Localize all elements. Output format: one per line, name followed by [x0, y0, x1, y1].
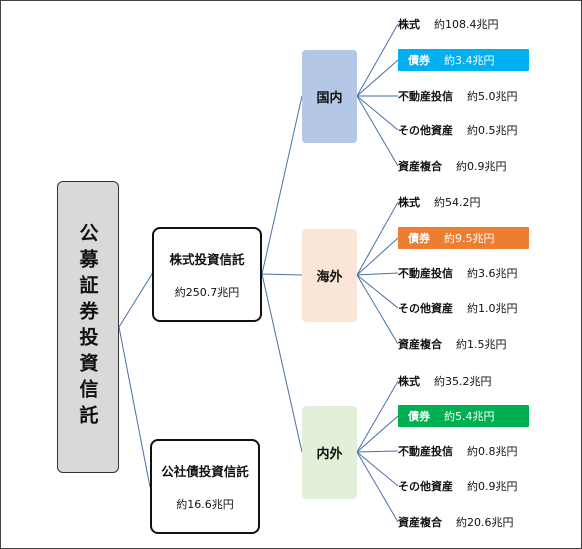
connector-stock-foreign [261, 273, 303, 276]
connector-domestic-item-2 [356, 59, 399, 97]
item-label: 債券 [408, 410, 430, 423]
fund-node-bond: 公社債投資信託 約16.6兆円 [150, 439, 260, 534]
item-value: 約54.2円 [434, 196, 481, 209]
item-value: 約0.8兆円 [467, 445, 518, 458]
connector-mixed-item-4 [356, 451, 399, 487]
item-label: その他資産 [398, 124, 453, 137]
item-value: 約0.5兆円 [467, 124, 518, 137]
connector-foreign-item-3 [356, 272, 399, 276]
item-mixed-other: その他資産 約0.9兆円 [398, 475, 518, 497]
region-node-foreign: 海外 [302, 229, 357, 322]
connector-stock-domestic [261, 95, 303, 275]
connector-mixed-item-1 [356, 380, 399, 453]
region-label-foreign: 海外 [316, 270, 343, 285]
fund-node-stock: 株式投資信託 約250.7兆円 [152, 227, 262, 322]
item-foreign-other: その他資産 約1.0兆円 [398, 297, 518, 319]
item-mixed-stock: 株式 約35.2兆円 [398, 370, 492, 392]
item-value: 約5.0兆円 [467, 90, 518, 103]
connector-foreign-item-2 [356, 237, 399, 276]
item-value: 約0.9兆円 [456, 160, 507, 173]
item-label: その他資産 [398, 480, 453, 493]
connector-root-stock [118, 273, 153, 328]
root-title: 公募証券投資信託 [76, 223, 99, 431]
connector-stock-mixed [261, 273, 303, 453]
item-domestic-bond: 債券 約3.4兆円 [398, 49, 529, 71]
item-label: 株式 [398, 196, 420, 209]
connector-foreign-item-5 [356, 274, 399, 345]
item-foreign-reit: 不動産投信 約3.6兆円 [398, 262, 518, 284]
item-domestic-composite: 資産複合 約0.9兆円 [398, 155, 507, 177]
fund-name-bond: 公社債投資信託 [161, 464, 249, 479]
item-value: 約20.6兆円 [456, 516, 514, 529]
region-node-domestic: 国内 [302, 50, 357, 143]
item-value: 約1.0兆円 [467, 302, 518, 315]
connector-foreign-item-1 [356, 201, 399, 276]
item-label: 不動産投信 [398, 445, 453, 458]
item-value: 約5.4兆円 [444, 410, 495, 423]
item-label: 債券 [408, 54, 430, 67]
fund-amount-stock: 約250.7兆円 [174, 286, 240, 299]
item-foreign-bond: 債券 約9.5兆円 [398, 227, 529, 249]
item-label: その他資産 [398, 302, 453, 315]
item-label: 株式 [398, 375, 420, 388]
item-value: 約1.5兆円 [456, 338, 507, 351]
item-value: 約3.6兆円 [467, 267, 518, 280]
item-label: 資産複合 [398, 338, 442, 351]
region-label-domestic: 国内 [316, 91, 343, 106]
item-foreign-stock: 株式 約54.2円 [398, 191, 481, 213]
item-label: 株式 [398, 18, 420, 31]
fund-name-stock: 株式投資信託 [169, 252, 245, 267]
item-label: 不動産投信 [398, 90, 453, 103]
region-label-mixed: 内外 [316, 447, 343, 462]
item-mixed-bond: 債券 約5.4兆円 [398, 405, 529, 427]
region-node-mixed: 内外 [302, 406, 357, 499]
item-domestic-stock: 株式 約108.4兆円 [398, 13, 499, 35]
connector-domestic-item-5 [356, 95, 399, 167]
item-label: 不動産投信 [398, 267, 453, 280]
item-mixed-composite: 資産複合 約20.6兆円 [398, 511, 514, 533]
connector-mixed-item-2 [356, 415, 399, 453]
item-value: 約35.2兆円 [434, 375, 492, 388]
item-foreign-composite: 資産複合 約1.5兆円 [398, 333, 507, 355]
item-label: 資産複合 [398, 160, 442, 173]
item-label: 債券 [408, 232, 430, 245]
item-label: 資産複合 [398, 516, 442, 529]
connector-domestic-item-4 [356, 95, 399, 131]
fund-amount-bond: 約16.6兆円 [176, 498, 234, 511]
item-value: 約9.5兆円 [444, 232, 495, 245]
item-mixed-reit: 不動産投信 約0.8兆円 [398, 440, 518, 462]
item-value: 約0.9兆円 [467, 480, 518, 493]
connector-foreign-item-4 [356, 274, 399, 309]
item-domestic-other: その他資産 約0.5兆円 [398, 119, 518, 141]
item-domestic-reit: 不動産投信 約5.0兆円 [398, 85, 518, 107]
connector-domestic-item-1 [356, 23, 399, 97]
item-value: 約108.4兆円 [434, 18, 499, 31]
connector-mixed-item-5 [356, 451, 399, 523]
connector-mixed-item-3 [356, 450, 399, 453]
connector-root-bond [118, 326, 151, 488]
root-node: 公募証券投資信託 [57, 181, 119, 473]
item-value: 約3.4兆円 [444, 54, 495, 67]
